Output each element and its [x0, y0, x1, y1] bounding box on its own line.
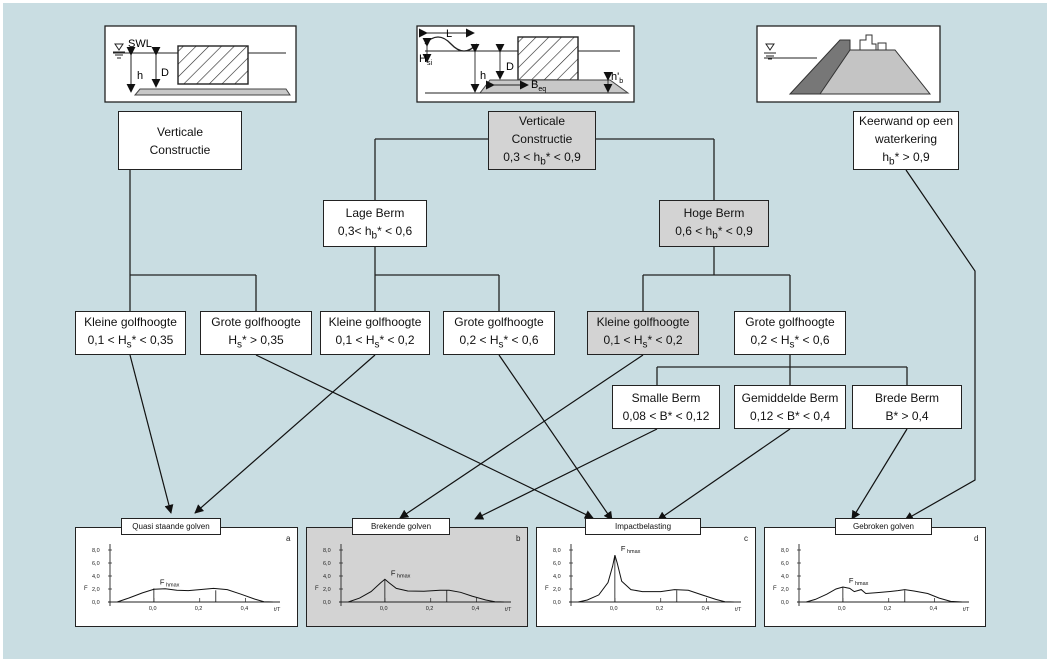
box-grote-golfhoogte-1: Grote golfhoogte Hs* > 0,35	[200, 311, 312, 355]
box-condition: 0,1 < Hs* < 0,2	[335, 333, 415, 351]
box-line: Kleine golfhoogte	[84, 315, 177, 330]
box-kleine-golfhoogte-2: Kleine golfhoogte 0,1 < Hs* < 0,2	[320, 311, 430, 355]
box-condition: 0,6 < hb* < 0,9	[675, 223, 753, 242]
sketch-vertical-wall: SWL h D	[104, 25, 297, 103]
box-condition: B* > 0,4	[885, 409, 929, 423]
sketch-dike-wall	[756, 25, 941, 103]
box-verticale-constructie-berm: Verticale Constructie 0,3 < hb* < 0,9	[488, 111, 596, 170]
label-swl: SWL	[128, 38, 152, 50]
box-hoge-berm: Hoge Berm 0,6 < hb* < 0,9	[659, 200, 769, 247]
box-condition: hb* > 0,9	[882, 149, 930, 168]
box-smalle-berm: Smalle Berm 0,08 < B* < 0,12	[612, 385, 720, 429]
box-line: Smalle Berm	[631, 391, 701, 405]
panel-b-letter: b	[516, 534, 521, 543]
panel-b	[306, 527, 528, 627]
label-hb: h'b	[611, 71, 623, 85]
label-Beq: Beq	[531, 79, 546, 93]
box-condition: 0,1 < Hs* < 0,35	[87, 333, 174, 351]
box-line: Hoge Berm	[683, 205, 745, 220]
result-arrows	[129, 169, 976, 521]
box-keerwand: Keerwand op een waterkering hb* > 0,9	[853, 111, 959, 170]
box-lage-berm: Lage Berm 0,3< hb* < 0,6	[323, 200, 427, 247]
label-D: D	[161, 67, 169, 79]
label-Hsi: Hsi	[419, 53, 432, 67]
box-grote-golfhoogte-2: Grote golfhoogte 0,2 < Hs* < 0,6	[443, 311, 555, 355]
panel-a	[75, 527, 298, 627]
box-line: Keerwand op een	[858, 113, 954, 128]
box-line: Gemiddelde Berm	[741, 391, 839, 405]
box-line: Constructie	[511, 131, 573, 146]
panel-a-title: Quasi staande golven	[121, 518, 221, 535]
label-h-mid: h	[480, 70, 486, 82]
box-brede-berm: Brede Berm B* > 0,4	[852, 385, 962, 429]
box-line: Grote golfhoogte	[211, 315, 301, 330]
panel-d	[764, 527, 986, 627]
box-line: Verticale	[156, 124, 204, 139]
box-kleine-golfhoogte-1: Kleine golfhoogte 0,1 < Hs* < 0,35	[75, 311, 186, 355]
box-verticale-constructie: Verticale Constructie	[118, 111, 242, 170]
box-condition: 0,2 < Hs* < 0,6	[459, 333, 539, 351]
label-h: h	[137, 70, 143, 82]
box-condition: 0,12 < B* < 0,4	[749, 409, 831, 423]
box-condition: 0,3 < hb* < 0,9	[503, 149, 581, 168]
label-L: L	[446, 28, 452, 40]
box-condition: 0,1 < Hs* < 0,2	[603, 333, 683, 351]
box-line: Kleine golfhoogte	[596, 315, 690, 330]
box-grote-golfhoogte-3: Grote golfhoogte 0,2 < Hs* < 0,6	[734, 311, 846, 355]
box-line: Grote golfhoogte	[454, 315, 544, 330]
box-line: waterkering	[874, 131, 938, 146]
panel-a-letter: a	[286, 534, 291, 543]
panel-d-letter: d	[974, 534, 979, 543]
box-condition: 0,2 < Hs* < 0,6	[750, 333, 830, 351]
panel-c-letter: c	[744, 534, 748, 543]
box-line: Constructie	[149, 142, 211, 157]
box-condition: 0,08 < B* < 0,12	[622, 409, 710, 423]
panel-c-title: Impactbelasting	[585, 518, 701, 535]
box-gemiddelde-berm: Gemiddelde Berm 0,12 < B* < 0,4	[734, 385, 846, 429]
panel-c	[536, 527, 756, 627]
box-condition: Hs* > 0,35	[228, 333, 284, 351]
box-line: Lage Berm	[345, 205, 405, 220]
panel-b-title: Brekende golven	[352, 518, 450, 535]
box-line: Brede Berm	[874, 391, 940, 405]
box-condition: 0,3< hb* < 0,6	[337, 223, 413, 242]
box-line: Grote golfhoogte	[745, 315, 835, 330]
box-kleine-golfhoogte-3: Kleine golfhoogte 0,1 < Hs* < 0,2	[587, 311, 699, 355]
panel-d-title: Gebroken golven	[835, 518, 932, 535]
tree-connectors	[129, 138, 908, 385]
box-line: Verticale	[518, 113, 566, 128]
label-D-mid: D	[506, 61, 514, 73]
box-line: Kleine golfhoogte	[328, 315, 422, 330]
sketch-vertical-with-berm: L Hsi h D Beq h'b	[416, 25, 635, 103]
